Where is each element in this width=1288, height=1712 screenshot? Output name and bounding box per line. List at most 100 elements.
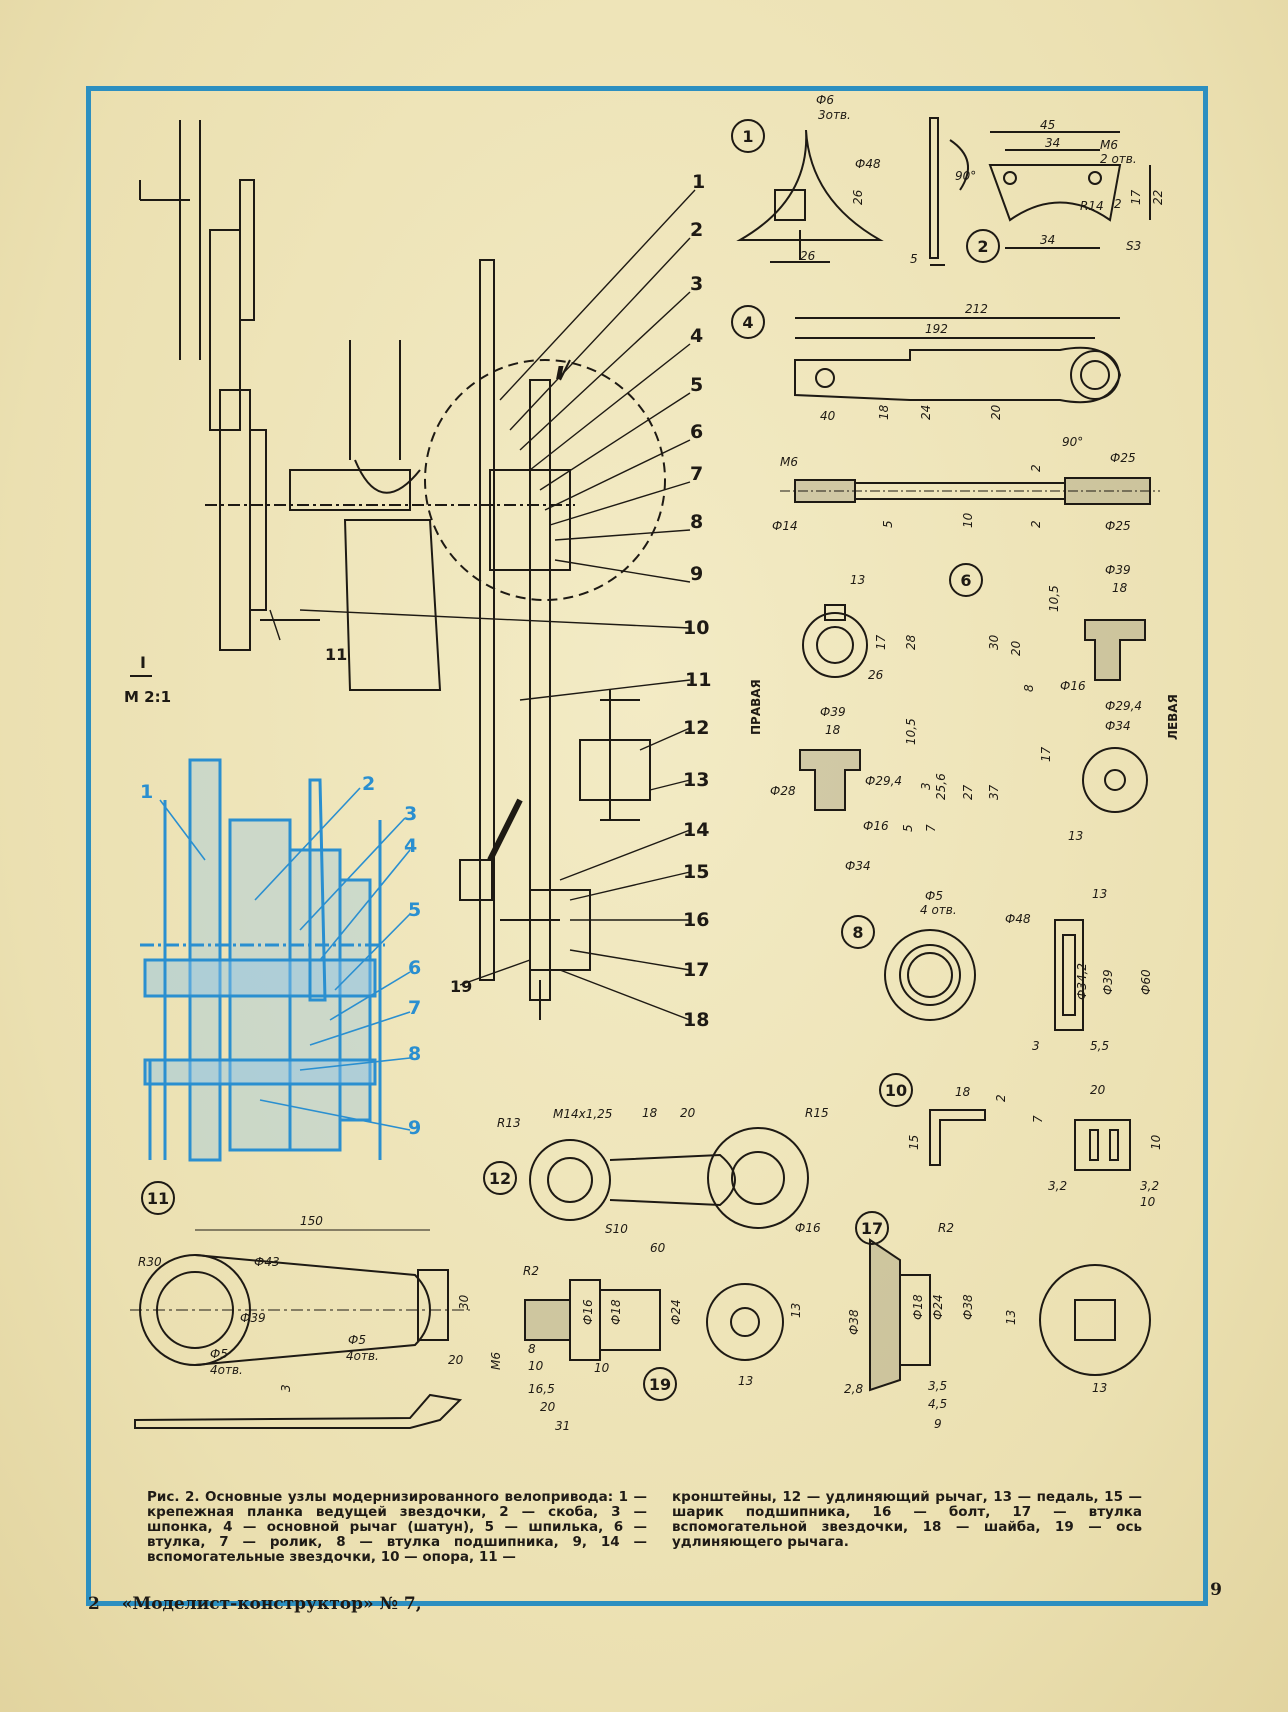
- dim-d4-8: Ф25: [1110, 451, 1136, 465]
- drawing-frame: [86, 86, 1208, 1606]
- dim-d17-0: R2: [938, 1221, 954, 1235]
- dim-d12-4: R15: [805, 1106, 829, 1120]
- callout-11: 11: [685, 669, 711, 691]
- dim-d6-4: Ф39: [1105, 563, 1131, 577]
- dim-d8-5: Ф39: [1101, 969, 1115, 995]
- dim-d6-14: 18: [825, 723, 841, 737]
- callout-6: 6: [690, 421, 703, 443]
- blue-callout-7: 7: [408, 997, 421, 1019]
- dim-d6-19: 25,6: [934, 773, 948, 800]
- svg-text:8: 8: [852, 923, 863, 942]
- caption-right-text: кронштейны, 12 — удлиняющий рычаг, 13 — …: [672, 1489, 1142, 1550]
- detail-1-drawing: [736, 117, 969, 266]
- dim-d1-1: 3отв.: [818, 108, 851, 122]
- svg-text:6: 6: [960, 571, 971, 590]
- figure-caption-right: кронштейны, 12 — удлиняющий рычаг, 13 — …: [672, 1490, 1142, 1550]
- dim-d6-12: Ф34: [1105, 719, 1131, 733]
- dim-d6-13: Ф39: [820, 705, 846, 719]
- journal-title: «Моделист-конструктор» № 7,: [121, 1594, 422, 1614]
- dim-d4-0: 212: [965, 302, 988, 316]
- detail-4-drawing: [780, 317, 1160, 505]
- dim-d6-26: 17: [1039, 746, 1053, 762]
- section-mark: I: [557, 364, 563, 382]
- detail-1-dims: Ф6 3отв. Ф48 26 26 90° 5: [800, 93, 976, 266]
- detail-6-dims: 13 17 28 26 Ф39 18 10,5 30 20 8 Ф16 Ф29,…: [770, 563, 1142, 873]
- dim-d12-2: 18: [642, 1106, 658, 1120]
- dim-d10-6: 3,2: [1048, 1179, 1067, 1193]
- svg-text:10: 10: [885, 1081, 907, 1100]
- detail-badge-11: 11: [141, 1181, 175, 1215]
- callout-14: 14: [683, 819, 709, 841]
- dim-d4-11: 5: [881, 520, 895, 528]
- dim-d6-9: 8: [1022, 684, 1036, 692]
- detail-17-drawing: [869, 1238, 1151, 1392]
- dim-d11-9: 20: [448, 1353, 464, 1367]
- footer-left: 2 «Моделист-конструктор» № 7,: [88, 1594, 422, 1614]
- dim-d12-1: М14х1,25: [553, 1107, 612, 1121]
- dim-d6-15: 10,5: [904, 718, 918, 745]
- svg-text:2: 2: [977, 237, 988, 256]
- dim-d17-2: Ф18: [911, 1294, 925, 1320]
- dim-d6-8: 20: [1009, 640, 1023, 656]
- detail-badge-19: 19: [643, 1367, 677, 1401]
- dim-d17-7: 3,5: [928, 1379, 947, 1393]
- dim-d11-10: 3: [279, 1384, 293, 1392]
- detail-4-dims: 212 192 40 18 24 20 М6 90° Ф25 2 Ф14 5 1…: [772, 302, 1136, 533]
- dim-d6-23: 5: [901, 824, 915, 832]
- dim-d4-2: 40: [820, 409, 836, 423]
- dim-d2-5: 2: [1114, 197, 1122, 211]
- dim-d8-0: Ф5: [925, 889, 943, 903]
- dim-d2-9: S3: [1126, 239, 1141, 253]
- dim-d6-27: 13: [1068, 829, 1083, 843]
- dim-d12-5: S10: [605, 1222, 628, 1236]
- detail-19-drawing: [524, 1279, 784, 1361]
- page-number-left: 2: [88, 1594, 100, 1614]
- caption-left-text: 1 — крепежная планка ведущей звездочки, …: [147, 1489, 648, 1565]
- main-callouts: 1 2 3 4 5 6 7 8 9 10 11 12 13 14 15 16 1…: [325, 171, 711, 1031]
- dim-d4-3: 18: [877, 404, 891, 420]
- dim-d6-20: 27: [961, 784, 975, 800]
- dim-d11-8: 4отв.: [346, 1349, 379, 1363]
- detail-19-dims: R2 М6 Ф16 Ф18 Ф24 8 10 16,5 20 31 10 13 …: [489, 1264, 803, 1433]
- svg-text:4: 4: [742, 313, 753, 332]
- dim-d6-5: 18: [1112, 581, 1128, 595]
- dim-d17-9: 9: [934, 1417, 942, 1431]
- dim-d19-5: 8: [528, 1342, 536, 1356]
- dim-d2-3: 2 отв.: [1100, 152, 1137, 166]
- callout-4: 4: [690, 325, 703, 347]
- dim-d1-0: Ф6: [816, 93, 834, 107]
- detail-10-drawing: [929, 1109, 1131, 1171]
- side-label-left: ЛЕВАЯ: [1166, 694, 1180, 740]
- dim-d6-11: Ф29,4: [1105, 699, 1142, 713]
- dim-d17-3: Ф24: [931, 1294, 945, 1320]
- callout-2: 2: [690, 219, 703, 241]
- dim-d8-3: 13: [1092, 887, 1107, 901]
- detail-2-drawing: [988, 131, 1151, 249]
- dim-d2-2: М6: [1100, 138, 1118, 152]
- detail-badge-6: 6: [949, 563, 983, 597]
- detail-numbers: 1 2 4 6 8 10 11 12 17 19: [141, 119, 1000, 1401]
- blue-section-view: [140, 758, 385, 1162]
- callout-16: 16: [683, 909, 709, 931]
- dim-d11-2: Ф43: [254, 1255, 280, 1269]
- detail-badge-17: 17: [855, 1211, 889, 1245]
- dim-d19-3: Ф18: [609, 1299, 623, 1325]
- callout-10: 10: [683, 617, 709, 639]
- dim-d2-8: 34: [1040, 233, 1055, 247]
- dim-d17-5: 13: [1004, 1310, 1018, 1325]
- blue-callout-2: 2: [362, 773, 375, 795]
- callout-7: 7: [690, 463, 703, 485]
- dim-d19-0: R2: [523, 1264, 539, 1278]
- detail-12-dims: R13 М14х1,25 18 20 R15 S10 60 Ф16: [497, 1106, 829, 1255]
- dim-d1-6: 5: [910, 252, 918, 266]
- blue-callout-1: 1: [140, 781, 153, 803]
- dim-d19-1: М6: [489, 1352, 503, 1370]
- callout-11-left: 11: [325, 645, 347, 664]
- detail-10-dims: 18 2 15 20 7 10 3,2 3,2 10: [907, 1083, 1163, 1209]
- dim-d4-7: 90°: [1062, 435, 1083, 449]
- page-number-right: 9: [1210, 1580, 1222, 1600]
- callout-19: 19: [450, 977, 472, 996]
- dim-d17-1: Ф38: [847, 1309, 861, 1335]
- figure-caption-left: Рис. 2. Основные узлы модернизированного…: [147, 1490, 647, 1565]
